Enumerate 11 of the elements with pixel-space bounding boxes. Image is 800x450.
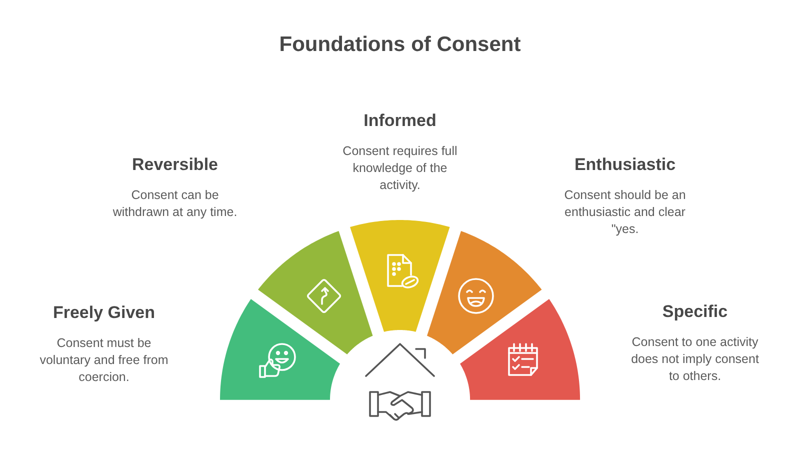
category-heading: Freely Given bbox=[52, 303, 156, 323]
category-heading: Enthusiastic bbox=[574, 155, 676, 175]
category-description: Consent to one activity does not imply consent to others. bbox=[630, 334, 760, 385]
category-description: Consent should be an enthusiastic and clear "yes. bbox=[563, 187, 687, 238]
category-heading: Specific bbox=[662, 302, 728, 322]
category-heading: Informed bbox=[364, 111, 436, 131]
category-description: Consent must be voluntary and free from coercion. bbox=[38, 335, 170, 386]
category-description: Consent requires full knowledge of the activity. bbox=[342, 143, 458, 194]
diagram-title: Foundations of Consent bbox=[279, 33, 521, 57]
category-heading: Reversible bbox=[132, 155, 218, 175]
category-description: Consent can be withdrawn at any time. bbox=[112, 187, 238, 221]
